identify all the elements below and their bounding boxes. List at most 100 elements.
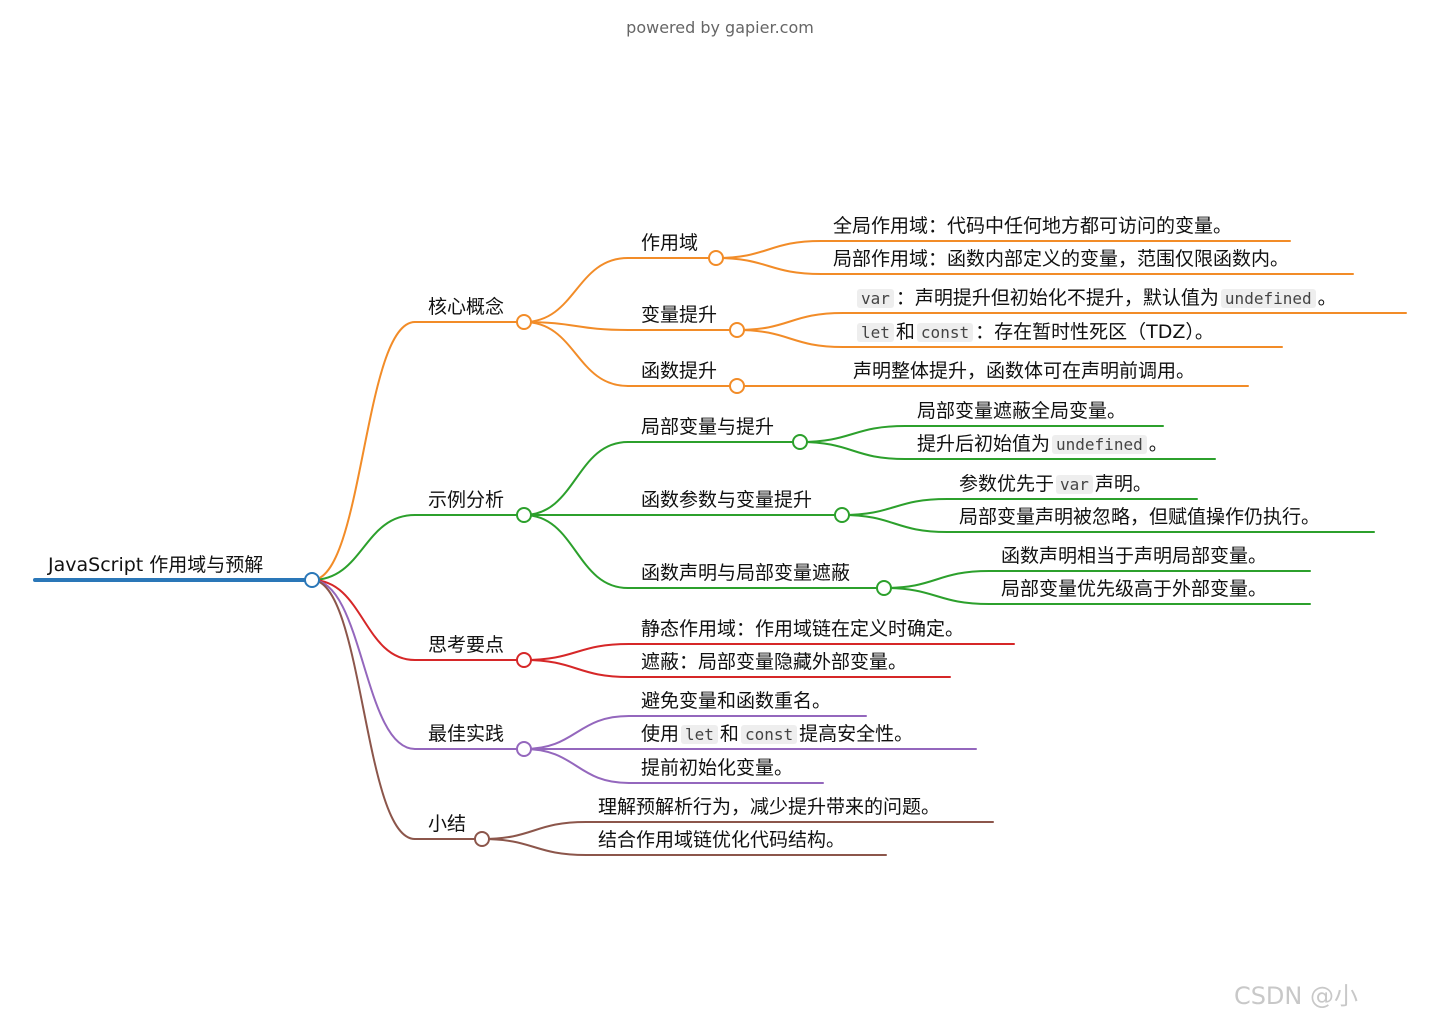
link-sub-to-leaf: [841, 514, 948, 533]
sub-node-toggle[interactable]: [708, 250, 724, 266]
sub-node-label[interactable]: 变量提升: [641, 304, 718, 326]
leaf-text: ：存在暂时性死区（TDZ）。: [975, 321, 1214, 343]
leaf-node-label: 局部变量优先级高于外部变量。: [1001, 577, 1267, 601]
link-root-to-5: [311, 579, 416, 840]
link-root-to-1: [311, 321, 416, 581]
leaf-text: 和: [895, 321, 915, 343]
leaf-text: 提升后初始值为: [917, 433, 1051, 455]
leaf-text: 函数声明相当于声明局部变量。: [1001, 545, 1268, 567]
branch-node-label[interactable]: 核心概念: [428, 296, 505, 318]
link-branch-to-sub: [523, 441, 629, 516]
link-branch-to-leaf: [523, 715, 630, 750]
sub-node-toggle[interactable]: [876, 580, 892, 596]
inline-code: let: [681, 725, 718, 744]
leaf-text: 遮蔽：局部变量隐藏外部变量。: [641, 651, 908, 673]
branch-node-toggle[interactable]: [516, 652, 532, 668]
link-sub-to-leaf: [841, 498, 948, 516]
inline-code: const: [916, 323, 974, 342]
leaf-text: 提前初始化变量。: [641, 757, 794, 779]
link-branch-to-leaf: [481, 821, 587, 840]
leaf-text: 。: [1148, 433, 1168, 455]
leaf-node-label: 提前初始化变量。: [641, 756, 793, 780]
leaf-text: 声明整体提升，函数体可在声明前调用。: [853, 360, 1196, 382]
leaf-node-label: 遮蔽：局部变量隐藏外部变量。: [641, 650, 907, 674]
leaf-text: 局部变量优先级高于外部变量。: [1001, 578, 1268, 600]
link-root-to-2: [311, 514, 416, 581]
sub-node-label[interactable]: 作用域: [641, 232, 699, 254]
inline-code: var: [1056, 475, 1093, 494]
sub-node-label[interactable]: 局部变量与提升: [641, 416, 775, 438]
link-branch-to-leaf: [523, 748, 630, 784]
leaf-node-label: 静态作用域：作用域链在定义时确定。: [641, 617, 964, 641]
branch-node-toggle[interactable]: [474, 831, 490, 847]
link-sub-to-leaf: [736, 329, 844, 348]
leaf-text: 提高安全性。: [799, 723, 914, 745]
leaf-node-label: 局部作用域：函数内部定义的变量，范围仅限函数内。: [833, 247, 1289, 271]
link-root-to-3: [311, 579, 416, 661]
leaf-node-label: 函数声明相当于声明局部变量。: [1001, 544, 1267, 568]
link-sub-to-leaf: [883, 570, 990, 589]
branch-node-label[interactable]: 小结: [428, 813, 467, 835]
leaf-text: 。: [1317, 287, 1337, 309]
branch-node-toggle[interactable]: [516, 314, 532, 330]
link-root-to-4: [311, 579, 416, 750]
leaf-text: 全局作用域：代码中任何地方都可访问的变量。: [833, 215, 1233, 237]
leaf-text: 局部作用域：函数内部定义的变量，范围仅限函数内。: [833, 248, 1290, 270]
leaf-text: 使用: [641, 723, 680, 745]
inline-code: undefined: [1220, 289, 1316, 308]
root-node-toggle[interactable]: [304, 572, 320, 588]
link-branch-to-sub: [523, 257, 629, 323]
link-sub-to-leaf: [736, 312, 844, 331]
sub-node-label[interactable]: 函数提升: [641, 360, 718, 382]
link-sub-to-leaf: [799, 425, 906, 443]
leaf-text: 结合作用域链优化代码结构。: [598, 829, 846, 851]
link-branch-to-leaf: [523, 643, 630, 661]
link-branch-to-sub: [523, 321, 629, 331]
inline-code: undefined: [1052, 435, 1147, 454]
root-node-label[interactable]: JavaScript 作用域与预解: [48, 554, 264, 576]
sub-node-toggle[interactable]: [729, 378, 745, 394]
leaf-text: 理解预解析行为，减少提升带来的问题。: [598, 796, 941, 818]
link-branch-to-sub: [523, 514, 629, 589]
leaf-text: 避免变量和函数重名。: [641, 690, 832, 712]
powered-by-text: powered by gapier.com: [626, 18, 814, 37]
leaf-node-label: 避免变量和函数重名。: [641, 689, 831, 713]
sub-node-toggle[interactable]: [834, 507, 850, 523]
inline-code: var: [857, 289, 894, 308]
link-sub-to-leaf: [715, 240, 822, 259]
leaf-text: 声明。: [1094, 473, 1152, 495]
leaf-text: ：声明提升但初始化不提升，默认值为: [895, 287, 1219, 309]
sub-node-label[interactable]: 函数声明与局部变量遮蔽: [641, 562, 851, 584]
branch-node-label[interactable]: 示例分析: [428, 489, 505, 511]
branch-node-label[interactable]: 最佳实践: [428, 723, 505, 745]
sub-node-toggle[interactable]: [729, 322, 745, 338]
link-sub-to-leaf: [883, 587, 990, 605]
leaf-text: 静态作用域：作用域链在定义时确定。: [641, 618, 965, 640]
link-branch-to-leaf: [481, 838, 587, 856]
link-branch-to-sub: [523, 321, 629, 387]
leaf-text: 局部变量声明被忽略，但赋值操作仍执行。: [959, 506, 1321, 528]
branch-node-label[interactable]: 思考要点: [428, 634, 505, 656]
link-sub-to-leaf: [799, 441, 906, 460]
link-branch-to-leaf: [523, 659, 630, 678]
leaf-node-label: 全局作用域：代码中任何地方都可访问的变量。: [833, 214, 1232, 238]
watermark-text: CSDN @小: [1233, 982, 1358, 1010]
branch-node-toggle[interactable]: [516, 741, 532, 757]
leaf-text: 参数优先于: [959, 473, 1055, 495]
leaf-node-label: 结合作用域链优化代码结构。: [598, 828, 845, 852]
inline-code: const: [740, 725, 798, 744]
branch-node-toggle[interactable]: [516, 507, 532, 523]
leaf-node-label: 理解预解析行为，减少提升带来的问题。: [598, 795, 940, 819]
sub-node-toggle[interactable]: [792, 434, 808, 450]
inline-code: let: [857, 323, 894, 342]
leaf-node-label: 声明整体提升，函数体可在声明前调用。: [853, 359, 1195, 383]
leaf-node-label: 局部变量遮蔽全局变量。: [917, 399, 1126, 423]
link-sub-to-leaf: [715, 257, 822, 275]
sub-node-label[interactable]: 函数参数与变量提升: [641, 489, 813, 511]
